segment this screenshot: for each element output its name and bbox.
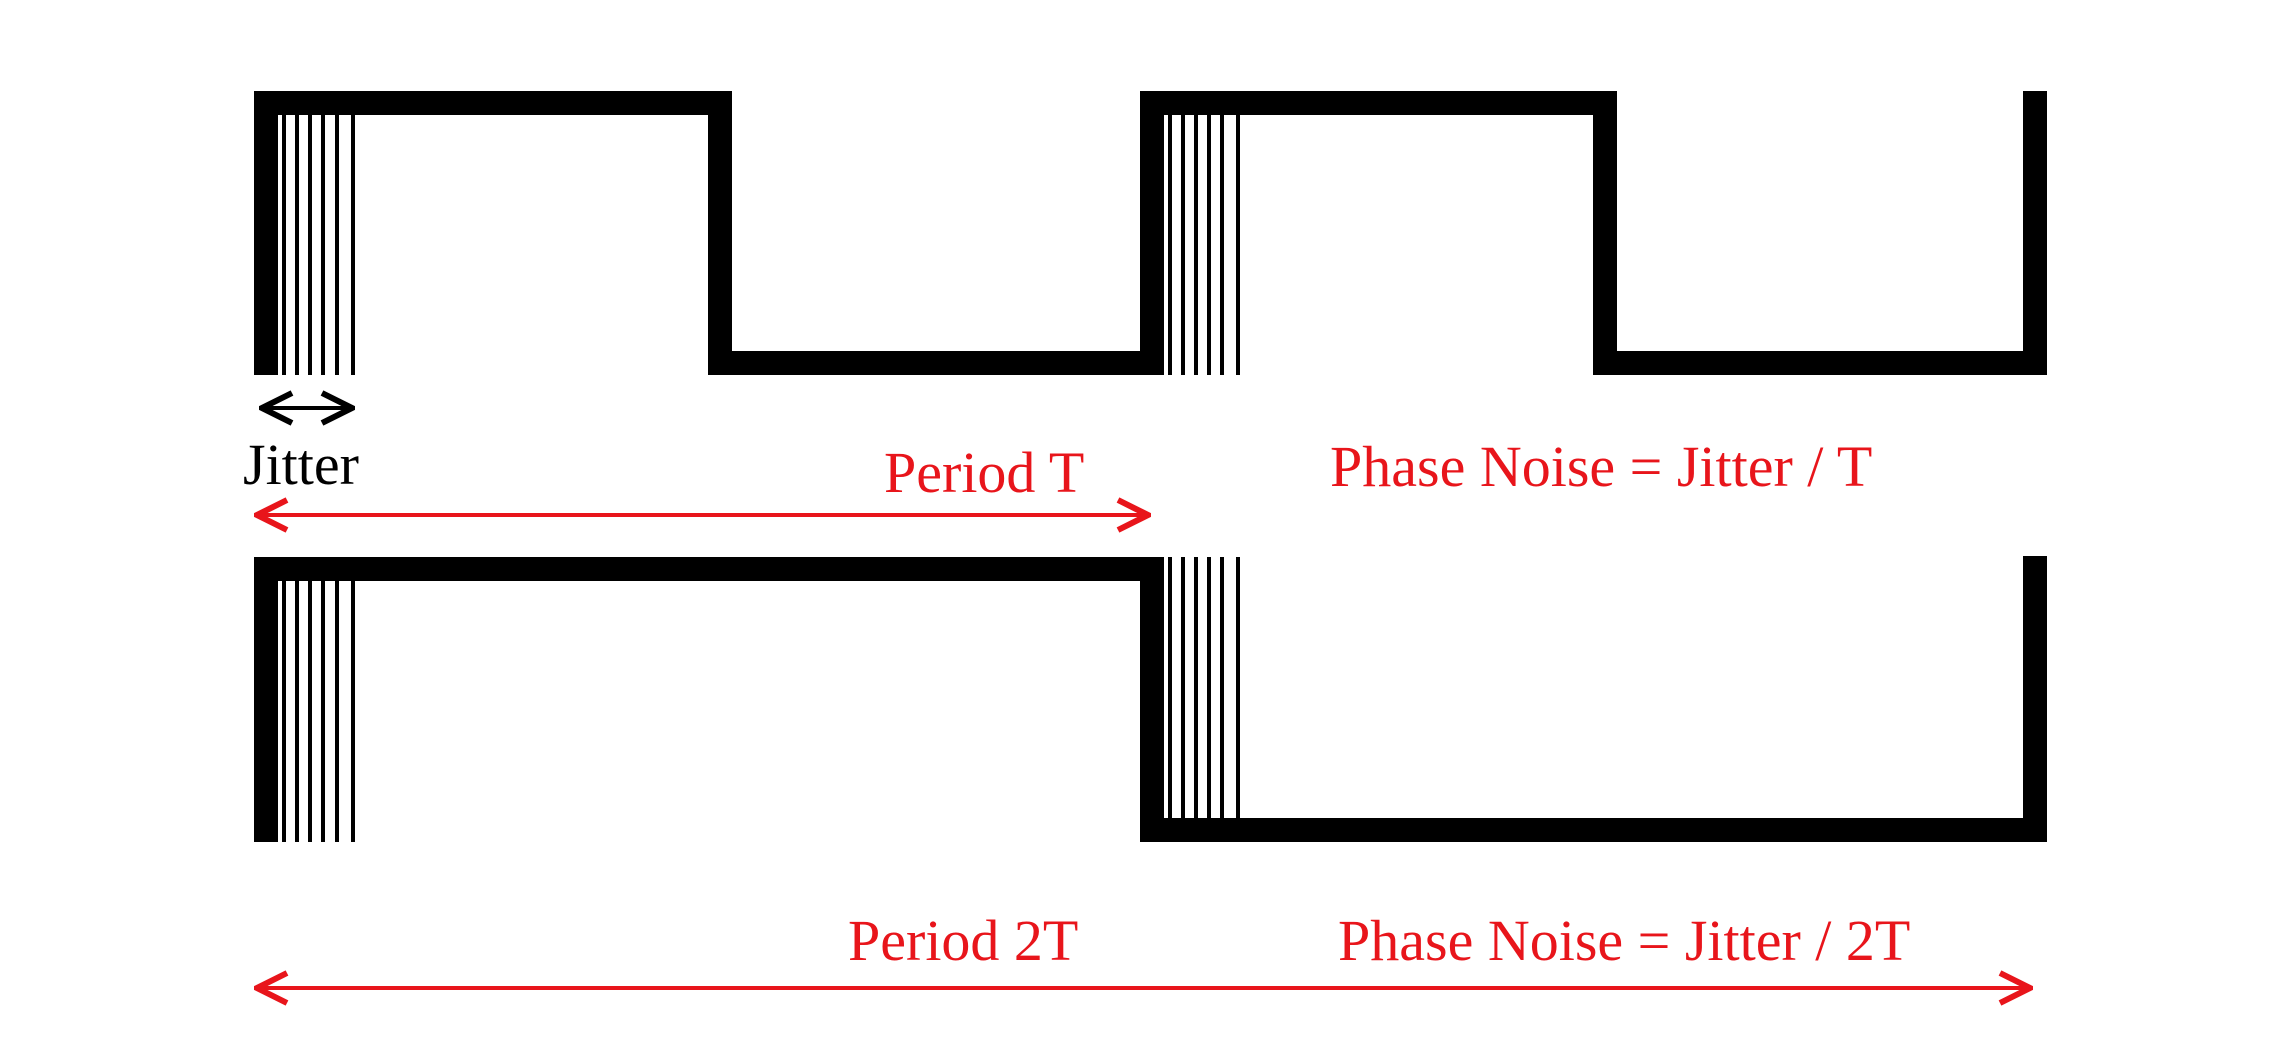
jitter-label: Jitter	[243, 432, 359, 497]
top-jitter-lines-first-edge	[282, 103, 355, 375]
top-waveform: Jitter Period T Phase Noise = Jitter / T	[243, 91, 2047, 515]
top-period-label: Period T	[884, 440, 1084, 505]
bottom-jitter-lines-first-edge	[282, 569, 355, 842]
bottom-phase-noise-label: Phase Noise = Jitter / 2T	[1338, 908, 1910, 973]
bottom-waveform: Period 2T Phase Noise = Jitter / 2T	[254, 556, 2047, 988]
top-square-wave	[254, 91, 2047, 375]
top-phase-noise-label: Phase Noise = Jitter / T	[1330, 434, 1872, 499]
bottom-period-label: Period 2T	[848, 908, 1078, 973]
bottom-jitter-lines-second-edge	[1168, 557, 1240, 830]
bottom-square-wave	[254, 556, 2047, 842]
top-jitter-lines-second-edge	[1168, 103, 1240, 375]
